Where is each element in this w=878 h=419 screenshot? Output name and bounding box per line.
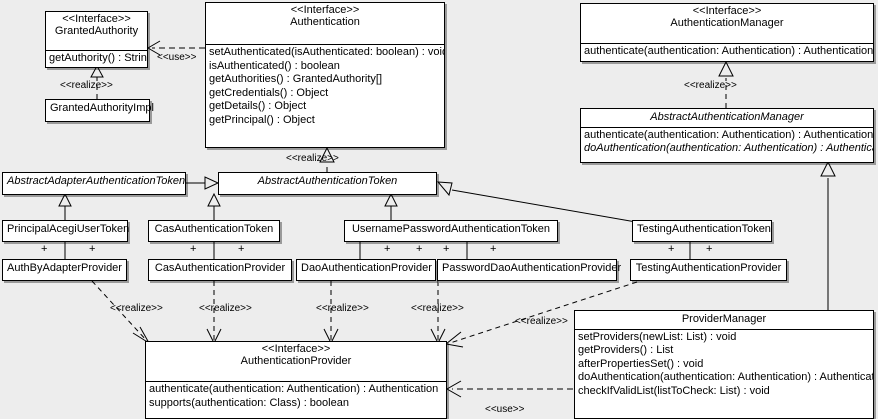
operations-compartment: setAuthenticated(isAuthenticated: boolea… bbox=[206, 44, 444, 128]
class-authentication-provider[interactable]: <<Interface>> AuthenticationProvider aut… bbox=[145, 341, 447, 419]
class-abstract-authentication-token[interactable]: AbstractAuthenticationToken bbox=[218, 172, 437, 195]
relationship-label-realize-dao: <<realize>> bbox=[316, 303, 369, 314]
class-name-label: CasAuthenticationProvider bbox=[154, 262, 286, 274]
class-principal-acegi-user-token[interactable]: PrincipalAcegiUserToken bbox=[2, 220, 130, 242]
class-name-label: DaoAuthenticationProvider bbox=[301, 262, 432, 274]
operation-row: authenticate(authentication: Authenticat… bbox=[149, 383, 439, 395]
class-header: <<Interface>> Authentication bbox=[206, 3, 444, 44]
class-header: <<Interface>> AuthenticationProvider bbox=[146, 342, 446, 381]
relationship-label-realize-testing: <<realize>> bbox=[515, 316, 568, 327]
class-testing-authentication-provider[interactable]: TestingAuthenticationProvider bbox=[630, 259, 787, 281]
class-authentication[interactable]: <<Interface>> Authentication setAuthenti… bbox=[205, 2, 445, 148]
operation-row: getAuthorities() : GrantedAuthority[] bbox=[209, 73, 383, 86]
relationship-label-realize-abstractauthmanager: <<realize>> bbox=[684, 80, 737, 91]
operation-row: doAuthentication(authentication: Authent… bbox=[584, 142, 873, 155]
class-name-label: PrincipalAcegiUserToken bbox=[7, 223, 130, 235]
operations-compartment: getAuthority() : String bbox=[46, 50, 147, 67]
class-dao-authentication-provider[interactable]: DaoAuthenticationProvider bbox=[296, 259, 436, 281]
class-header: <<Interface>> AuthenticationManager bbox=[581, 4, 873, 43]
nesting-marker: + bbox=[89, 243, 96, 255]
class-testing-authentication-token[interactable]: TestingAuthenticationToken bbox=[632, 220, 772, 242]
relationship-label-realize-abstractauthtoken: <<realize>> bbox=[286, 153, 339, 164]
relationship-label-realize-passworddao: <<realize>> bbox=[411, 303, 464, 314]
nesting-marker: + bbox=[384, 243, 391, 255]
operation-row: getAuthority() : String bbox=[49, 52, 147, 64]
class-provider-manager[interactable]: ProviderManager setProviders(newList: Li… bbox=[574, 310, 874, 419]
class-granted-authority-impl[interactable]: GrantedAuthorityImpl bbox=[45, 99, 154, 122]
operation-row: afterPropertiesSet() : void bbox=[578, 357, 704, 370]
operation-row: getCredentials() : Object bbox=[209, 86, 329, 99]
operation-row: setProviders(newList: List) : void bbox=[578, 330, 737, 343]
class-name-label: CasAuthenticationToken bbox=[154, 223, 274, 235]
class-name-label: AuthByAdapterProvider bbox=[7, 262, 122, 274]
operation-row: isAuthenticated() : boolean bbox=[209, 59, 340, 72]
class-name-label: GrantedAuthorityImpl bbox=[50, 102, 154, 114]
class-granted-authority[interactable]: <<Interface>> GrantedAuthority getAuthor… bbox=[45, 11, 148, 68]
class-name-label: AbstractAuthenticationToken bbox=[257, 175, 398, 187]
nesting-marker: + bbox=[238, 243, 245, 255]
class-name-label: PasswordDaoAuthenticationProvider bbox=[442, 262, 622, 274]
nesting-marker: + bbox=[190, 243, 197, 255]
operation-row: getProviders() : List bbox=[578, 344, 674, 357]
class-name-label: AuthenticationManager bbox=[670, 16, 784, 29]
operations-compartment: authenticate(authentication: Authenticat… bbox=[146, 381, 446, 411]
operations-compartment: authenticate(authentication: Authenticat… bbox=[581, 126, 873, 157]
operation-row: checkIfValidList(listToCheck: List) : vo… bbox=[578, 384, 770, 397]
class-cas-authentication-provider[interactable]: CasAuthenticationProvider bbox=[148, 259, 292, 281]
operations-compartment: setProviders(newList: List) : void getPr… bbox=[575, 328, 873, 400]
class-header: <<Interface>> GrantedAuthority bbox=[46, 12, 147, 50]
operation-row: authenticate(authentication: Authenticat… bbox=[584, 128, 873, 141]
relationship-label-use-providermanager: <<use>> bbox=[485, 404, 525, 415]
stereotype-label: <<Interface>> bbox=[290, 4, 360, 16]
class-password-dao-authentication-provider[interactable]: PasswordDaoAuthenticationProvider bbox=[437, 259, 622, 281]
nesting-marker: + bbox=[706, 243, 713, 255]
nesting-marker: + bbox=[490, 243, 497, 255]
relationship-label-realize-grantedauthorityimpl: <<realize>> bbox=[60, 80, 113, 91]
stereotype-label: <<Interface>> bbox=[692, 5, 762, 17]
relationship-label-realize-authbyadapter: <<realize>> bbox=[110, 303, 163, 314]
class-cas-authentication-token[interactable]: CasAuthenticationToken bbox=[148, 220, 280, 242]
class-name-label: Authentication bbox=[290, 15, 360, 28]
nesting-marker: + bbox=[443, 243, 450, 255]
nesting-marker: + bbox=[416, 243, 423, 255]
relationship-label-use-authentication-grantedauthority: <<use>> bbox=[157, 52, 197, 63]
stereotype-label: <<Interface>> bbox=[62, 13, 131, 25]
operation-row: getPrincipal() : Object bbox=[209, 113, 315, 126]
class-abstract-adapter-authentication-token[interactable]: AbstractAdapterAuthenticationToken bbox=[2, 172, 186, 195]
class-auth-by-adapter-provider[interactable]: AuthByAdapterProvider bbox=[2, 259, 127, 281]
stereotype-label: <<Interface>> bbox=[261, 343, 331, 355]
operation-row: supports(authentication: Class) : boolea… bbox=[149, 396, 349, 409]
nesting-marker: + bbox=[41, 243, 48, 255]
class-name-label: UsernamePasswordAuthenticationToken bbox=[351, 223, 551, 235]
class-username-password-authentication-token[interactable]: UsernamePasswordAuthenticationToken bbox=[344, 220, 558, 242]
class-name-label: TestingAuthenticationProvider bbox=[635, 262, 782, 274]
class-name-label: AuthenticationProvider bbox=[240, 354, 352, 367]
operation-row: setAuthenticated(isAuthenticated: boolea… bbox=[209, 46, 444, 58]
class-name-label: AbstractAdapterAuthenticationToken bbox=[7, 175, 186, 187]
operation-row: authenticate(authentication: Authenticat… bbox=[584, 45, 873, 57]
class-name-label: ProviderManager bbox=[681, 313, 767, 325]
class-abstract-authentication-manager[interactable]: AbstractAuthenticationManager authentica… bbox=[580, 108, 874, 163]
class-authentication-manager[interactable]: <<Interface>> AuthenticationManager auth… bbox=[580, 3, 874, 62]
operation-row: getDetails() : Object bbox=[209, 100, 307, 113]
operations-compartment: authenticate(authentication: Authenticat… bbox=[581, 43, 873, 60]
class-name-label: AbstractAuthenticationManager bbox=[650, 111, 804, 123]
nesting-marker: + bbox=[668, 243, 675, 255]
relationship-label-realize-cas: <<realize>> bbox=[199, 303, 252, 314]
class-name-label: TestingAuthenticationToken bbox=[637, 223, 771, 235]
class-name-label: GrantedAuthority bbox=[54, 24, 139, 37]
operation-row: doAuthentication(authentication: Authent… bbox=[578, 371, 873, 384]
